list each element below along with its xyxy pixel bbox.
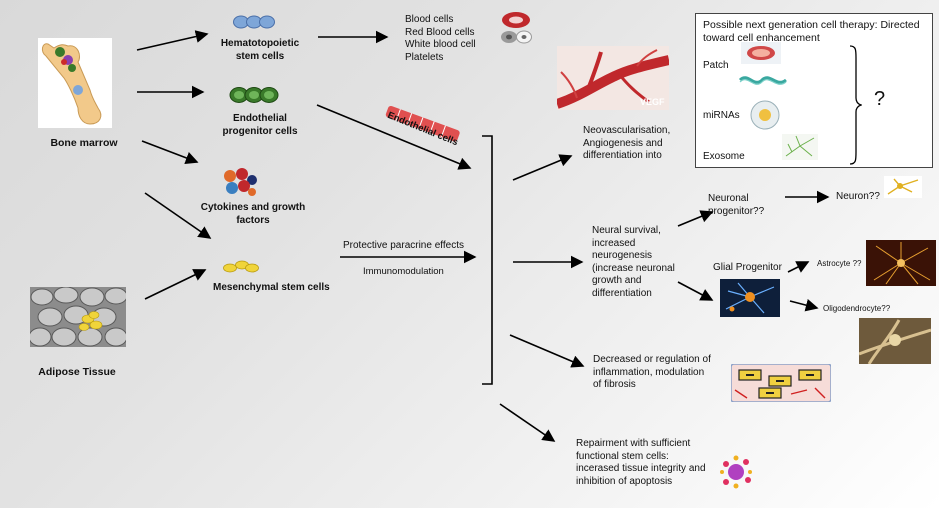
hsc-cells-icon (233, 15, 275, 29)
glial-progenitor-image (720, 279, 780, 317)
arrow-bone-to-hsc (136, 30, 209, 51)
arrow-bone-to-cytokines (141, 140, 199, 164)
arrow-adipose-to-msc (144, 269, 207, 300)
mirnas-image (750, 100, 780, 130)
fibrosis-image (731, 364, 831, 402)
next-gen-item-patch: Patch (703, 60, 729, 71)
patch-image (741, 42, 781, 64)
vegf-label: VEGF (640, 97, 665, 107)
oligodendrocyte-image (859, 318, 931, 364)
next-gen-question-mark: ? (874, 88, 886, 110)
neuron-label: Neuron?? (836, 191, 880, 202)
patch-strand-image (738, 76, 787, 85)
blood-cell-item: Red Blood cells (405, 26, 475, 38)
exosome-image (782, 134, 818, 160)
neuron-image (884, 176, 922, 198)
outcome-bracket (482, 135, 493, 385)
adipose-tissue-image (30, 287, 126, 347)
vegf-vessel-image (557, 46, 669, 110)
adipose-tissue-label: Adipose Tissue (38, 366, 116, 378)
arrow-epc-to-bracket (316, 104, 472, 170)
glial-progenitor-label: Glial Progenitor (713, 262, 782, 273)
next-gen-bracket (849, 45, 862, 165)
blood-cell-item: White blood cell (405, 39, 476, 50)
blood-cells-list: Blood cells Red Blood cells White blood … (405, 14, 476, 64)
paracrine-effects-label: Protective paracrine effects (343, 240, 464, 251)
arrow-to-neuronal-progenitor (677, 210, 714, 227)
arrow-bone-to-msc (144, 192, 212, 239)
arrow-to-inflammation (509, 334, 585, 368)
arrow-to-astrocyte (787, 261, 810, 273)
blood-cells-image (501, 12, 532, 44)
astrocyte-label: Astrocyte ?? (817, 259, 862, 268)
next-gen-title: Possible next generation cell therapy: D… (703, 19, 920, 45)
blood-cell-item: Blood cells (405, 14, 454, 25)
astrocyte-image (866, 240, 936, 286)
immunomodulation-label: Immunomodulation (363, 266, 444, 277)
next-gen-item-mirnas: miRNAs (703, 110, 740, 121)
oligodendrocyte-label: Oligodendrocyte?? (823, 304, 891, 313)
arrow-to-glial (677, 281, 714, 301)
arrow-to-repair (499, 403, 556, 442)
next-gen-item-exosome: Exosome (703, 151, 745, 162)
arrow-to-neovasc (512, 154, 573, 181)
repair-cluster-image (720, 455, 752, 489)
arrow-to-oligodendrocyte (789, 298, 819, 312)
endothelial-strip-image (385, 106, 460, 142)
bone-marrow-image (38, 38, 112, 128)
next-generation-box: Possible next generation cell therapy: D… (695, 13, 933, 168)
msc-label: Mesenchymal stem cells (213, 282, 330, 293)
cytokines-icon (224, 168, 257, 196)
epc-cells-icon (229, 87, 279, 103)
bone-marrow-label: Bone marrow (50, 137, 118, 149)
msc-cells-icon (223, 260, 259, 273)
blood-cell-item: Platelets (405, 51, 444, 63)
